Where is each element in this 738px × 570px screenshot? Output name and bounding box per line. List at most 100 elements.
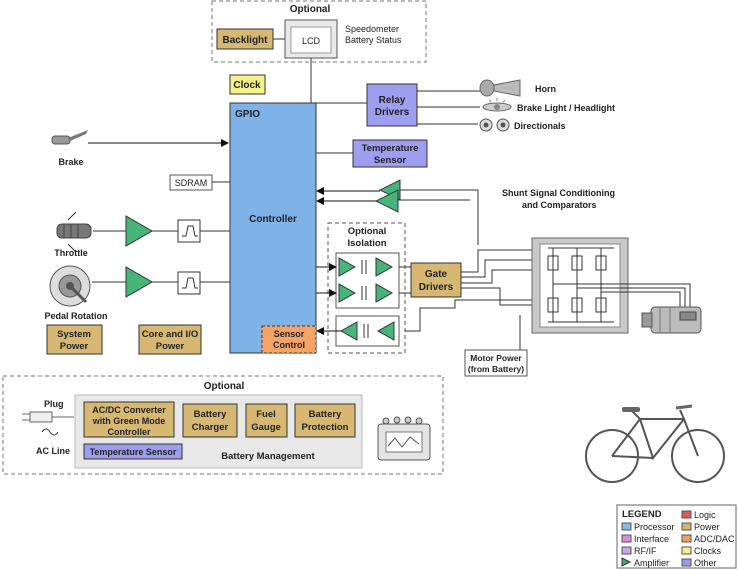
legend-title: LEGEND <box>622 509 662 520</box>
shunt-amp-2 <box>374 189 399 213</box>
relay-label-1: Relay <box>379 95 406 106</box>
fuel-gauge-block <box>245 403 288 438</box>
legend-swatch-clocks <box>681 546 692 555</box>
throttle-filter <box>177 219 201 243</box>
plug-icon <box>22 411 74 423</box>
acdc-label-2: with Green Mode <box>92 416 166 426</box>
brake-light-icon <box>482 98 512 112</box>
brake-light-label: Brake Light / Headlight <box>517 103 615 113</box>
acdc-converter-block <box>83 401 175 438</box>
sdram-label: SDRAM <box>175 178 208 188</box>
protection-label-1: Battery <box>309 409 342 420</box>
optional-top-title: Optional <box>290 4 331 15</box>
legend-swatch-processor <box>621 522 632 531</box>
iso-amp-1b <box>375 257 394 277</box>
optional-top-group <box>211 0 427 63</box>
acdc-label-1: AC/DC Converter <box>92 405 166 415</box>
legend-swatch-rfif <box>621 546 632 555</box>
legend-label-processor: Processor <box>634 522 675 532</box>
optional-bottom-title: Optional <box>204 381 245 392</box>
horn-label: Horn <box>535 84 556 94</box>
bicycle-icon <box>585 409 725 483</box>
throttle-icon <box>56 211 92 253</box>
legend-label-other: Other <box>694 558 717 568</box>
isolation-group <box>327 222 406 354</box>
core-power-block <box>138 324 202 355</box>
throttle-amp <box>125 215 154 247</box>
brake-label: Brake <box>58 157 83 167</box>
gpio-label: GPIO <box>235 109 260 120</box>
lcd-label: LCD <box>302 36 321 46</box>
iso-amp-2b <box>375 283 394 303</box>
legend-label-power: Power <box>694 522 720 532</box>
gauge-label-1: Fuel <box>256 409 276 420</box>
temp-sensor-bottom-block <box>83 443 183 460</box>
pedal-amp <box>125 266 154 298</box>
temp-sensor-top-label-2: Sensor <box>374 155 407 166</box>
motor-power-block <box>464 349 528 377</box>
battery-charger-block <box>182 403 238 438</box>
bicycle-saddle <box>622 407 640 412</box>
iso-amp-1a <box>338 257 357 277</box>
legend-box <box>616 504 737 569</box>
mosfet-switches <box>547 247 614 323</box>
battery-status-label: Battery Status <box>345 35 402 45</box>
legend-swatch-amplifier <box>621 557 632 567</box>
directionals-icon <box>479 118 510 132</box>
gauge-label-2: Gauge <box>251 422 281 433</box>
speedometer-label: Speedometer <box>345 24 399 34</box>
legend-swatch-logic <box>681 510 692 519</box>
iso-amp-2a <box>338 283 357 303</box>
gate-label-1: Gate <box>425 269 448 280</box>
ac-line-label: AC Line <box>36 446 70 456</box>
motor-power-label-1: Motor Power <box>470 353 522 363</box>
shunt-label-2: and Comparators <box>522 200 597 210</box>
controller-label: Controller <box>249 214 297 225</box>
motor-power-label-2: (from Battery) <box>468 364 524 374</box>
legend-label-amplifier: Amplifier <box>634 558 669 568</box>
shunt-label-1: Shunt Signal Conditioning <box>502 188 615 198</box>
system-power-block <box>46 324 103 355</box>
relay-drivers-block <box>366 83 418 127</box>
gate-drivers-block <box>410 262 462 298</box>
plug-label: Plug <box>44 399 64 409</box>
system-power-label-2: Power <box>60 341 89 352</box>
legend-swatch-other <box>681 558 692 567</box>
ac-wave-icon <box>41 428 59 436</box>
controller-block <box>229 102 317 354</box>
legend-label-rfif: RF/IF <box>634 546 657 556</box>
legend-label-interface: Interface <box>634 534 669 544</box>
charger-label-2: Charger <box>192 422 229 433</box>
horn-icon <box>479 79 521 97</box>
bicycle-handlebar <box>675 404 693 410</box>
pedal-rotation-icon <box>49 265 91 307</box>
isolation-label-1: Optional <box>348 226 387 237</box>
charger-label-1: Battery <box>194 409 227 420</box>
throttle-label: Throttle <box>54 248 88 258</box>
pedal-filter <box>177 271 201 295</box>
legend-swatch-adcdac <box>681 534 692 543</box>
sensor-control-block <box>261 325 317 354</box>
legend-swatch-interface <box>621 534 632 543</box>
battery-icon <box>377 416 431 461</box>
temp-sensor-top-block <box>352 139 428 168</box>
legend-swatch-power <box>681 522 692 531</box>
sensor-control-label-2: Control <box>273 340 305 350</box>
temp-sensor-top-label-1: Temperature <box>362 143 419 154</box>
gate-label-2: Drivers <box>419 282 454 293</box>
pedal-label: Pedal Rotation <box>44 311 107 321</box>
motor-icon <box>641 306 702 334</box>
legend-label-clocks: Clocks <box>694 546 722 556</box>
legend-label-logic: Logic <box>694 510 716 520</box>
iso-amp-3b <box>376 321 395 341</box>
brake-lever-icon <box>51 130 88 145</box>
optional-bottom-group <box>2 375 444 475</box>
sensor-control-label-1: Sensor <box>274 329 305 339</box>
legend-label-adcdac: ADC/DAC <box>694 534 735 544</box>
backlight-label: Backlight <box>222 35 268 46</box>
isolation-label-2: Isolation <box>347 238 386 249</box>
battery-protection-block <box>294 403 356 438</box>
directionals-label: Directionals <box>514 121 566 131</box>
temp-sensor-bottom-label: Temperature Sensor <box>90 447 177 457</box>
